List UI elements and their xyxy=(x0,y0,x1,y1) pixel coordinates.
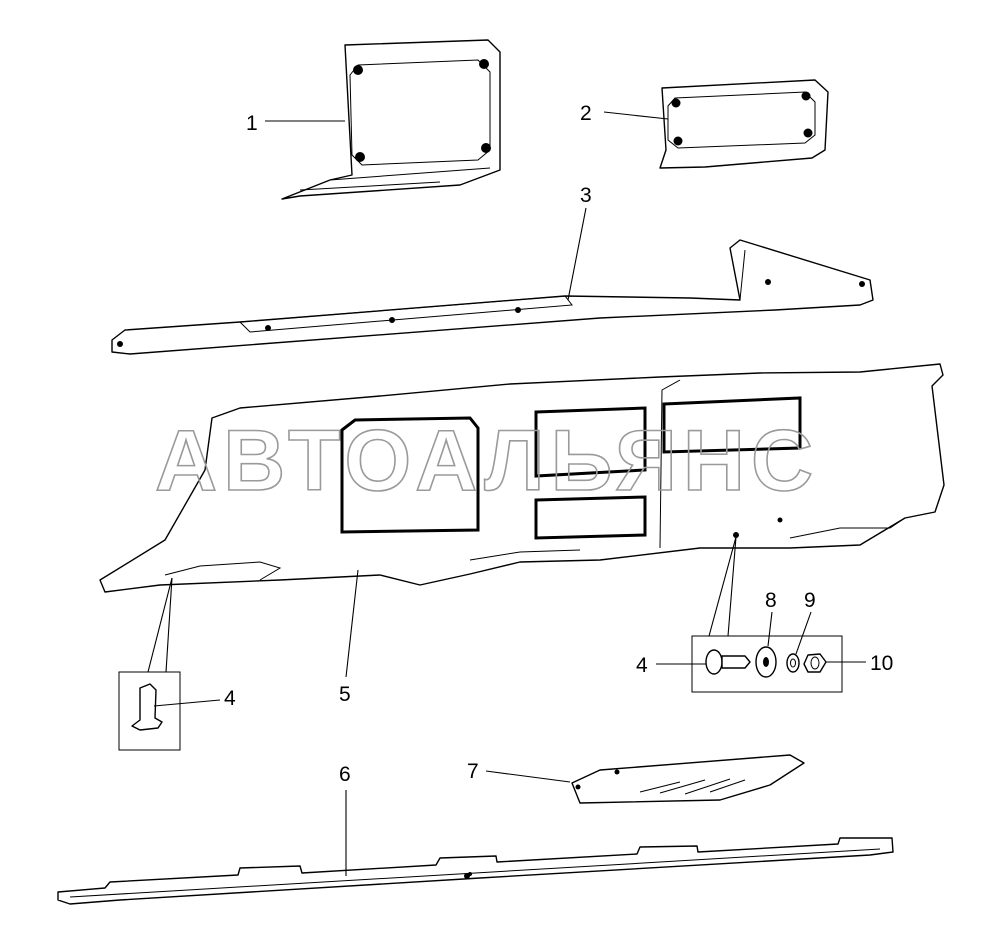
part-6-bottom-strip xyxy=(57,837,894,905)
leader-4-right-a xyxy=(708,536,737,637)
leader-4-left-b xyxy=(165,577,173,673)
leader-lines xyxy=(147,111,866,876)
watermark: АВТОАЛЬЯНС xyxy=(155,413,819,509)
callout-3: 3 xyxy=(580,184,592,207)
part-2-small-frame-bracket xyxy=(659,79,829,169)
part-5-trim-panel xyxy=(99,363,945,593)
leader-5 xyxy=(345,569,359,678)
callout-6: 6 xyxy=(339,763,351,786)
fastener-washer xyxy=(755,646,777,678)
leader-9 xyxy=(795,611,812,655)
fastener-spring-washer xyxy=(786,653,800,673)
callout-7: 7 xyxy=(467,760,479,783)
inset-left-push-pin xyxy=(118,671,181,751)
part-7-perforated-plate xyxy=(571,754,805,804)
callouts: 1 2 3 4 5 6 7 4 8 9 10 xyxy=(224,102,893,786)
leader-8 xyxy=(767,611,773,647)
fastener-nut xyxy=(803,653,827,673)
leader-4-right-b xyxy=(727,536,737,637)
leader-2 xyxy=(603,111,669,120)
callout-4-left: 4 xyxy=(224,687,236,710)
callout-9: 9 xyxy=(804,589,816,612)
callout-8: 8 xyxy=(765,589,777,612)
leader-3 xyxy=(567,207,587,301)
callout-5: 5 xyxy=(339,683,351,706)
callout-1: 1 xyxy=(246,112,258,135)
callout-4-right: 4 xyxy=(636,654,648,677)
leader-4-left-a xyxy=(147,577,173,673)
fastener-screw xyxy=(705,649,751,675)
callout-2: 2 xyxy=(580,102,592,125)
leader-7 xyxy=(485,770,571,783)
leader-4-inset xyxy=(153,699,221,707)
callout-10: 10 xyxy=(870,652,893,675)
inset-right-fastener-set xyxy=(691,635,843,693)
part-1-frame-bracket xyxy=(281,39,501,200)
part-3-rail-bracket xyxy=(111,239,874,355)
